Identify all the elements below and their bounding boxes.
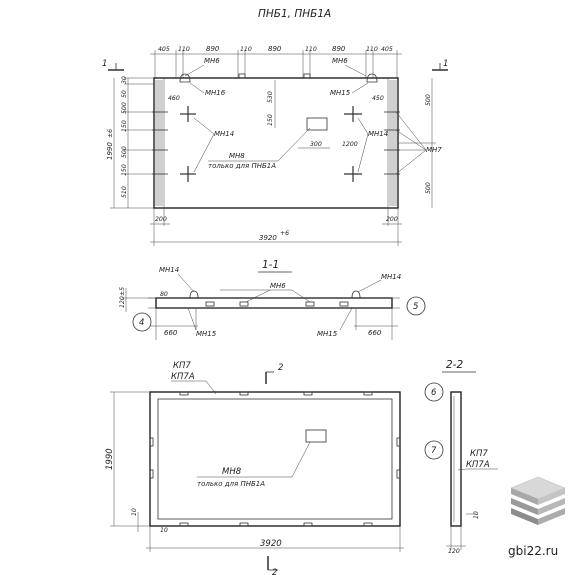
label-mn7: МН7: [426, 146, 442, 154]
label-mn8: МН8: [229, 152, 245, 160]
section-2-2: 2-2 6 7 КП7 КП7А 120 10: [424, 359, 498, 555]
dim-200-right: 200: [386, 216, 398, 223]
s22-dim-10: 10: [473, 511, 480, 519]
s22-circle-6: 6: [431, 388, 437, 398]
s22-circle-7: 7: [431, 446, 437, 456]
s11-circle-4: 4: [139, 318, 144, 328]
frame-dim-10a: 10: [131, 508, 138, 516]
dim-450: 450: [372, 95, 384, 102]
dim-500-right-a: 500: [425, 94, 432, 106]
dim-110-a: 110: [178, 46, 190, 53]
dim-110-b: 110: [240, 46, 252, 53]
s11-circle-5: 5: [413, 302, 418, 312]
frame-only-pnb1a: только для ПНБ1А: [197, 480, 265, 488]
s11-dim-80: 80: [160, 291, 168, 298]
label-mn15: МН15: [330, 89, 351, 97]
dim-1990-tol: ±6: [107, 129, 114, 138]
dim-890-c: 890: [332, 45, 346, 53]
frame-view: КП7 КП7А 2 МН8 только для ПНБ1А: [105, 361, 404, 575]
dim-530: 530: [267, 91, 274, 103]
s11-mn15-right: МН15: [317, 330, 338, 338]
frame-cut-2-top: 2: [278, 363, 283, 373]
s11-mn14-left: МН14: [159, 266, 179, 274]
dim-405-right: 405: [381, 46, 393, 53]
frame-mn8: МН8: [222, 467, 242, 477]
s22-kp7: КП7: [470, 449, 488, 459]
section-2-2-title: 2-2: [446, 359, 463, 371]
s11-dim-660-left: 660: [164, 329, 178, 337]
dim-500-b: 500: [121, 146, 128, 158]
label-mn6-right: МН6: [332, 57, 348, 65]
label-mn6-left: МН6: [204, 57, 220, 65]
frame-kp7: КП7: [173, 361, 191, 371]
dim-510: 510: [121, 186, 128, 198]
dim-1990-plan: 1990: [106, 142, 114, 160]
dim-3920-tol: +6: [280, 230, 289, 237]
watermark-site: gbi22.ru: [508, 544, 558, 558]
frame-dim-1990: 1990: [105, 448, 115, 470]
dim-50: 50: [121, 90, 128, 98]
drawing-title: ПНБ1, ПНБ1А: [258, 8, 331, 20]
label-only-pnb1a: только для ПНБ1А: [208, 162, 276, 170]
section-1-1: 1-1 МН14 МН14 МН6 МН15 МН15 660 660 1: [119, 259, 426, 340]
dim-30: 30: [121, 76, 128, 84]
dim-150-a: 150: [121, 120, 128, 132]
dim-500-a: 500: [121, 102, 128, 114]
frame-dim-3920: 3920: [260, 539, 282, 549]
plan-view: 405 110 890 110 890 110 890 110 405 1 1: [102, 45, 448, 246]
dim-890-a: 890: [206, 45, 220, 53]
dim-110-c: 110: [305, 46, 317, 53]
label-mn14-left: МН14: [214, 130, 234, 138]
label-mn16: МН16: [205, 89, 226, 97]
s11-mn14-right: МН14: [381, 273, 401, 281]
s22-kp7a: КП7А: [466, 460, 490, 470]
s11-dim-tol: ±5: [119, 287, 126, 296]
dim-150-b: 150: [121, 164, 128, 176]
dim-110-d: 110: [366, 46, 378, 53]
dim-1200: 1200: [342, 141, 358, 148]
label-mn14-right: МН14: [368, 130, 388, 138]
frame-dim-10b: 10: [160, 527, 168, 534]
dim-300: 300: [310, 141, 322, 148]
frame-kp7a: КП7А: [171, 372, 195, 382]
frame-cut-2-bottom: 2: [272, 568, 277, 575]
dim-500-right-b: 500: [425, 182, 432, 194]
watermark-logo: [510, 476, 566, 525]
s22-dim-120: 120: [448, 548, 460, 555]
dim-200-left: 200: [155, 216, 167, 223]
cut-1-right: 1: [443, 59, 448, 69]
dim-405-left: 405: [158, 46, 170, 53]
dim-890-b: 890: [268, 45, 282, 53]
dim-460: 460: [168, 95, 180, 102]
s11-dim-120: 120: [119, 296, 126, 308]
s11-mn6: МН6: [270, 282, 286, 290]
cut-1-left: 1: [102, 59, 107, 69]
s11-mn15-left: МН15: [196, 330, 217, 338]
dim-150: 150: [267, 114, 274, 126]
dim-3920-plan: 3920: [259, 234, 277, 242]
s11-dim-660-right: 660: [368, 329, 382, 337]
section-1-1-title: 1-1: [262, 259, 279, 271]
